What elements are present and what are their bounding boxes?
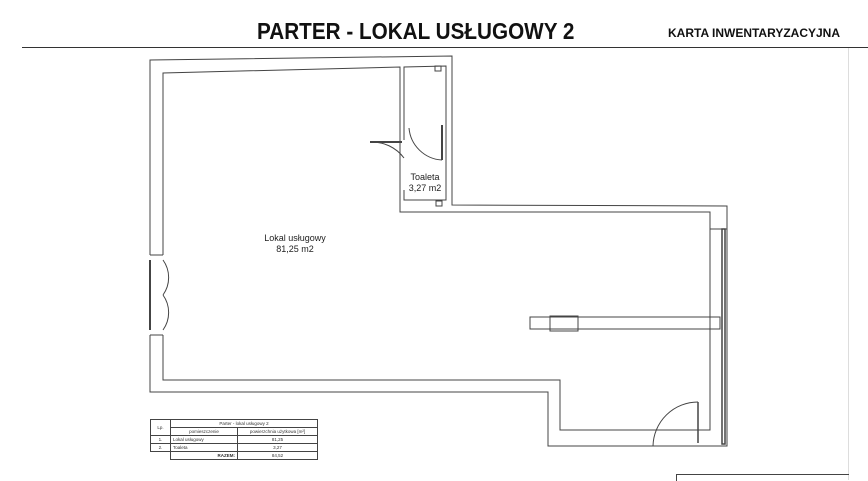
header-divider <box>22 47 868 48</box>
room-name: Lokal usługowy <box>264 233 326 243</box>
col-lp: Lp. <box>150 419 171 436</box>
beam-column <box>549 315 579 332</box>
toilet-column <box>434 65 442 72</box>
page-edge <box>848 48 849 480</box>
area-table: Lp. Parter - lokal usługowy 2 pomieszcze… <box>150 419 318 460</box>
entrance-door-swing <box>162 259 170 331</box>
cell: Toaleta <box>170 443 238 452</box>
table-total-row: RAZEM:84,52 <box>151 451 318 460</box>
bottom-door-swing <box>652 401 699 447</box>
col-room: pomieszczenie <box>170 427 238 436</box>
cell: Lokal usługowy <box>170 435 238 444</box>
total-label: RAZEM: <box>170 451 238 460</box>
document-subtitle: KARTA INWENTARYZACYJNA <box>668 26 840 40</box>
title-block-stamp <box>676 474 849 481</box>
room-area: 3,27 m2 <box>408 183 442 193</box>
beam <box>529 316 721 330</box>
total-value: 84,52 <box>237 451 318 460</box>
page-title: PARTER - LOKAL USŁUGOWY 2 <box>257 18 575 44</box>
toilet-door-swing <box>369 141 405 159</box>
cell: 1. <box>150 435 171 444</box>
room-label-toilet: Toaleta 3,27 m2 <box>400 172 450 194</box>
inner-wall <box>162 66 711 431</box>
window <box>721 228 726 445</box>
cell: 2. <box>150 443 171 452</box>
toilet-column <box>435 200 443 207</box>
table-title: Parter - lokal usługowy 2 <box>170 419 318 428</box>
outer-wall <box>149 55 728 447</box>
col-area: powierzchnia użytkowa [m²] <box>237 427 318 436</box>
room-label-main: Lokal usługowy 81,25 m2 <box>240 233 350 255</box>
room-area: 81,25 m2 <box>276 244 314 254</box>
inner-door-swing <box>408 127 443 161</box>
cell: 3,27 <box>237 443 318 452</box>
room-name: Toaleta <box>410 172 440 182</box>
cell: 81,25 <box>237 435 318 444</box>
